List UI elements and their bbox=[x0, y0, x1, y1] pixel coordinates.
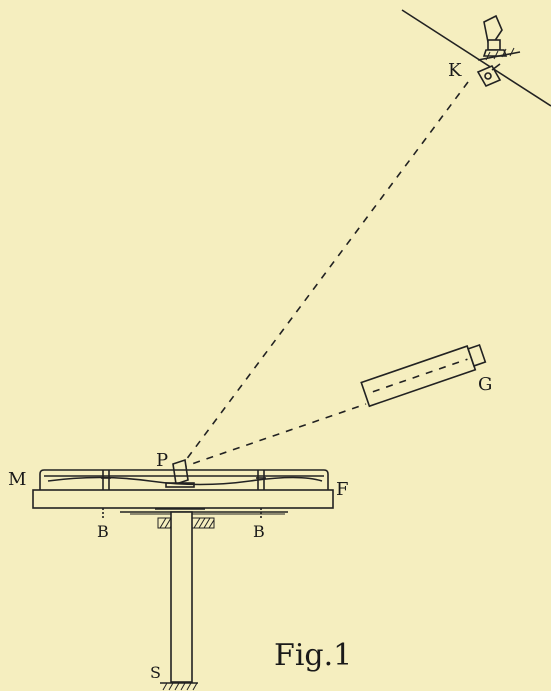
label-b-left: B bbox=[97, 522, 109, 541]
label-b-right: B bbox=[253, 522, 265, 541]
support-plate bbox=[102, 508, 288, 518]
ray-k-to-p bbox=[179, 81, 469, 469]
column bbox=[170, 511, 193, 683]
floor-hatch bbox=[160, 682, 198, 691]
post-right bbox=[256, 470, 266, 492]
mirror-k-icon bbox=[476, 63, 502, 88]
label-s: S bbox=[150, 663, 161, 682]
label-m: M bbox=[8, 469, 26, 490]
label-p: P bbox=[156, 450, 168, 471]
telescope-g-icon bbox=[360, 343, 487, 408]
base-board bbox=[32, 489, 334, 509]
bracket-right-hatch bbox=[191, 517, 215, 529]
label-g: G bbox=[478, 374, 492, 395]
rail-frame bbox=[39, 469, 329, 490]
post-left bbox=[101, 470, 111, 492]
label-k: K bbox=[448, 60, 462, 81]
label-f: F bbox=[336, 479, 349, 500]
mirror-p-icon bbox=[165, 458, 195, 488]
figure-caption: Fig.1 bbox=[274, 638, 352, 673]
lamp-icon bbox=[477, 14, 521, 61]
wall-line bbox=[401, 9, 551, 107]
ray-p-to-g bbox=[179, 403, 367, 469]
